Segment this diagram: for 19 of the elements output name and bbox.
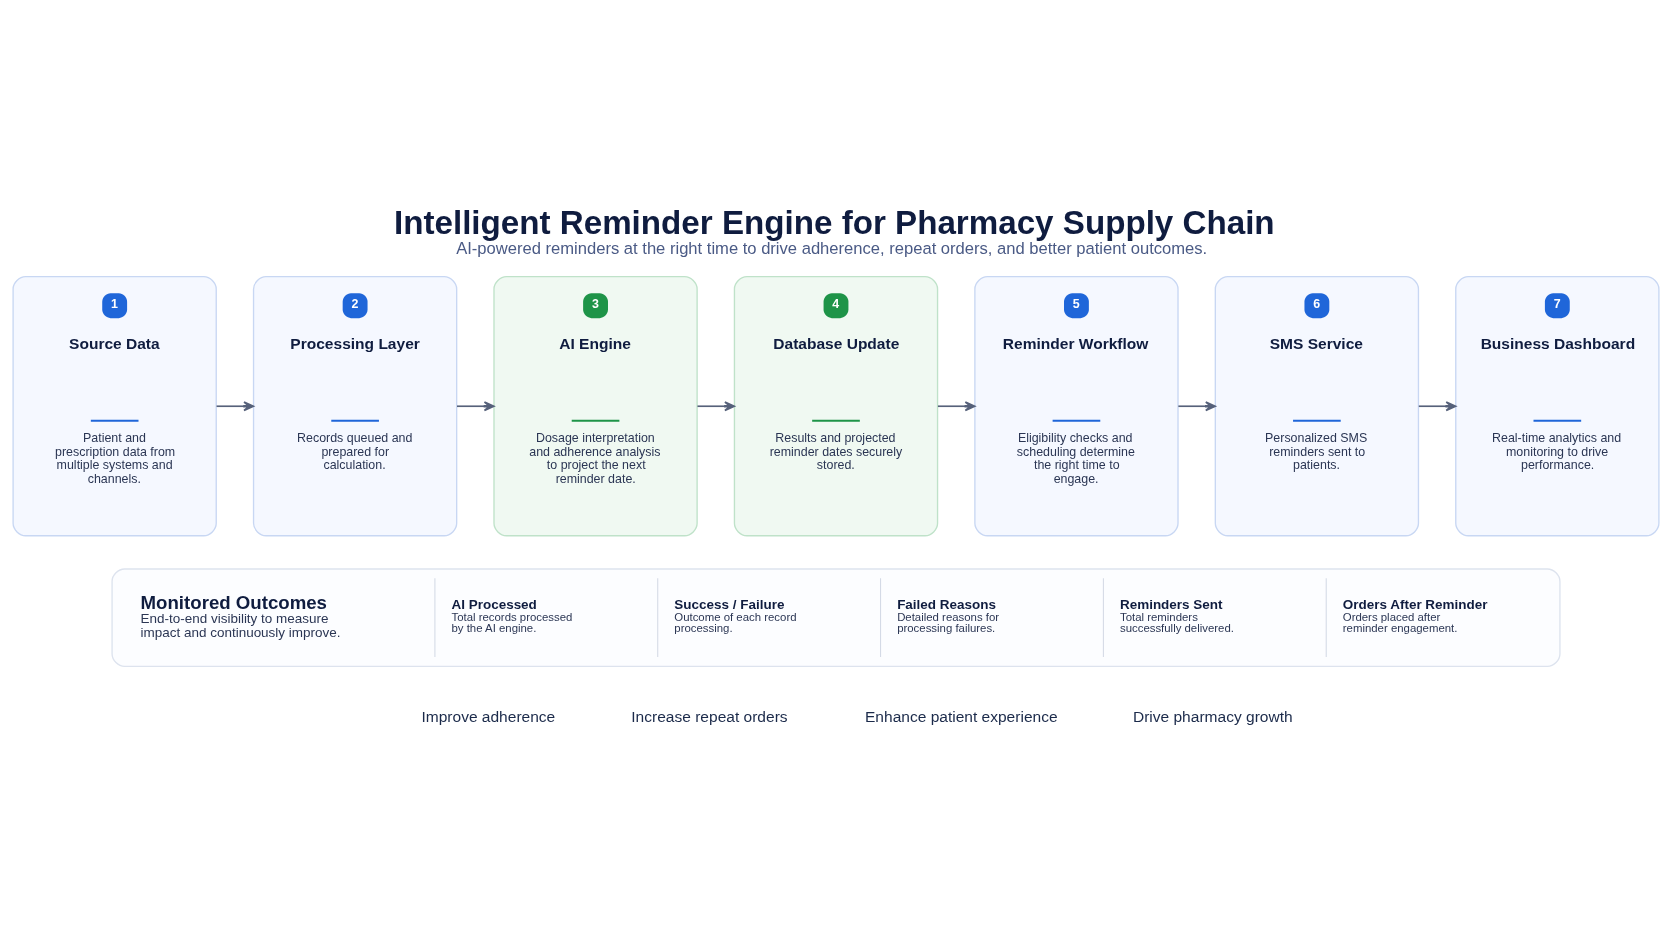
arrow [215,401,255,412]
arrow [696,401,736,412]
label: Improve adherence [421,707,556,725]
node-box: 5 Reminder Workflow Eligibility checks and scheduling determine the right time to engage. [974,276,1179,537]
arrow [1417,401,1457,412]
diagram-title: Intelligent Reminder Engine for Pharmacy Supply Chain [393,203,1275,241]
node-box: 2 Processing Layer Records queued and prepared for calculation. [252,276,458,537]
arrow [1177,401,1216,412]
label: Enhance patient experience [865,707,1058,725]
node-box: 1 Source Data Patient and prescription data from multiple systems and channels. [12,276,217,537]
node-box: 3 AI Engine Dosage interpretation and adherence analysis to project the next reminder date. [493,276,698,537]
arrow [456,401,495,412]
node-box: 4 Database Update Results and projected reminder dates securely stored. [733,276,939,537]
node-box: 7 Business Dashboard Real-time analytics and monitoring to drive performance. [1455,276,1660,537]
node-box: 6 SMS Service Personalized SMS reminders sent to patients. [1214,276,1420,537]
label: Drive pharmacy growth [1132,707,1293,725]
node-box: Monitored Outcomes End-to-end visibility to measure impact and continuously improve. AI Processed Total records processed by the AI engine. Success / Failure Outcome of each record processing. Failed Reasons Detailed reasons for processing failures. Reminders Sent Total reminders successfully delivered. Orders After Reminder Orders placed after reminder engagement. [111,568,1561,668]
arrow [937,401,976,412]
label: Increase repeat orders [631,707,788,725]
